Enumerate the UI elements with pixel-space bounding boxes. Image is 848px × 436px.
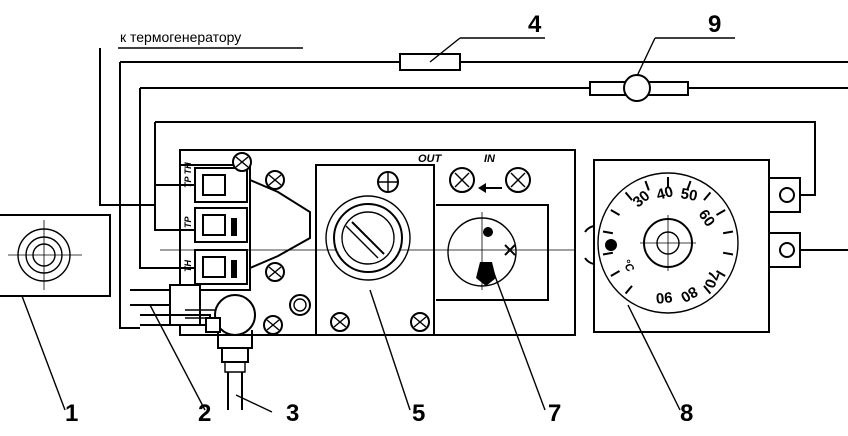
valve-5-knob (325, 195, 411, 281)
callout-3: 3 (286, 400, 299, 427)
dial-tick (610, 270, 621, 277)
dial-pointer-dot (605, 239, 617, 251)
terminal-3-mark (231, 260, 237, 278)
pilot-burner-1 (0, 214, 111, 297)
dial-unit: °C (619, 258, 636, 276)
valve-5 (315, 164, 435, 336)
wire-upper-down (139, 88, 195, 269)
callout-1: 1 (65, 400, 78, 427)
callout-4: 4 (528, 11, 542, 38)
dial-tick (703, 285, 712, 295)
callout-8: 8 (680, 400, 693, 427)
dial-tick (703, 191, 712, 201)
dial-label-50: 50 (679, 185, 698, 205)
dial-label-80: 80 (678, 283, 701, 306)
thermo-lead (154, 184, 181, 231)
thermostat-8 (593, 159, 770, 333)
dial-label-30: 30 (630, 187, 654, 211)
dial-tick (722, 230, 734, 235)
dial-tick (715, 270, 726, 277)
dial-label-40: 40 (655, 183, 676, 204)
wire-sensor-down (119, 62, 140, 329)
dial-tick (624, 191, 633, 201)
terminal-label-tp: TP (183, 216, 193, 228)
gas-tube-2 (130, 284, 230, 326)
callout-5: 5 (412, 400, 425, 427)
ports (449, 167, 531, 193)
modulator-7 (436, 204, 549, 301)
caption-thermogenerator: к термогенератору (120, 29, 241, 45)
valve-5-screws (330, 171, 430, 332)
dial-tick (602, 251, 614, 256)
dial-label-60: 60 (695, 207, 718, 230)
dial-tick (686, 180, 692, 191)
leader-lines (21, 37, 735, 413)
label-out: OUT (418, 153, 443, 165)
dial-tick (610, 209, 621, 216)
dial-label-70: 70 (701, 269, 723, 290)
terminal-2-mark (231, 218, 237, 236)
connector-wedge (249, 179, 311, 269)
callout-9: 9 (708, 11, 721, 38)
dial-label-90: 90 (655, 288, 673, 306)
terminal-label-th: TH (183, 260, 193, 272)
terminal-3-window (202, 256, 226, 278)
callout-7: 7 (548, 400, 561, 427)
terminal-2-window (202, 214, 226, 236)
dial-tick (624, 285, 633, 295)
terminal-label-tpth: TP TH (183, 162, 193, 188)
thermostat-8-dial (584, 172, 739, 314)
dial-tick (602, 230, 614, 235)
thermostat-lugs (769, 177, 801, 268)
label-in: IN (484, 153, 496, 165)
fitting-3 (205, 294, 256, 410)
dial-tick (722, 251, 734, 256)
wire-loop (155, 121, 816, 196)
wire-thermogenerator (99, 48, 155, 206)
terminal-1-window (202, 174, 226, 196)
dial-tick (715, 209, 726, 216)
callout-2: 2 (198, 400, 211, 427)
dial-tick (644, 180, 650, 191)
screw-group-left (232, 152, 311, 335)
bulb-9 (623, 74, 651, 102)
